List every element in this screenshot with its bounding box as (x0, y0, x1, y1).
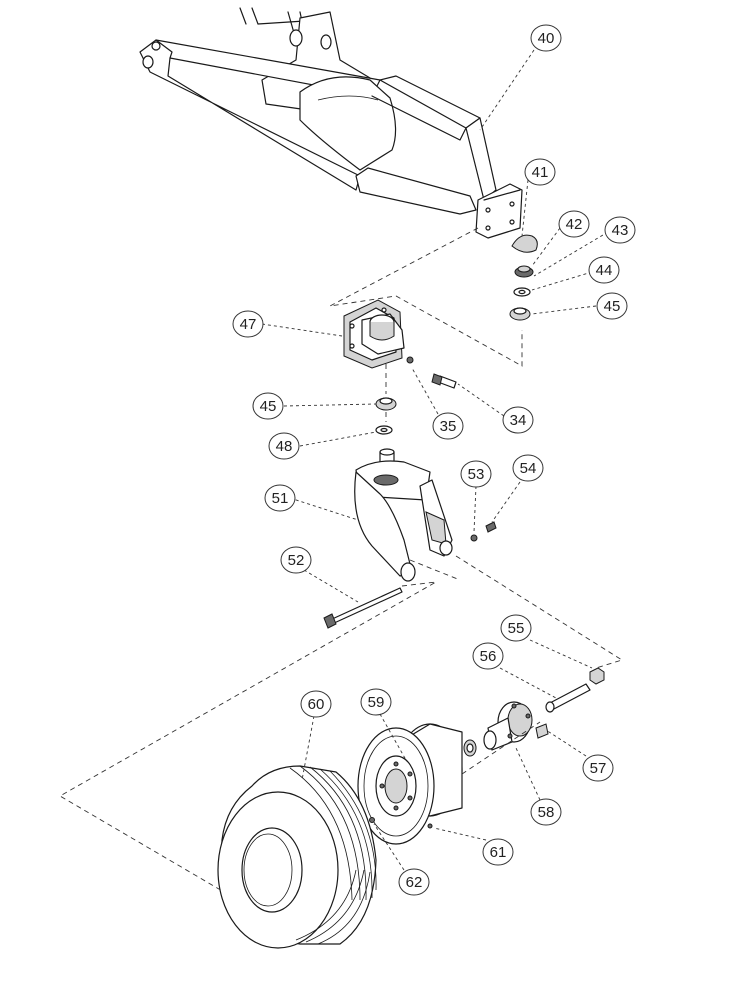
callout-53-label: 53 (468, 466, 485, 483)
callout-45-lower-label: 45 (260, 398, 277, 415)
axle-bolt (323, 587, 403, 629)
callout-44-label: 44 (596, 262, 613, 279)
bearing-57 (535, 723, 549, 739)
callout-52: 52 (280, 546, 312, 574)
callout-40-label: 40 (538, 30, 555, 47)
callout-45-lower: 45 (252, 392, 284, 420)
bearing-upper (509, 307, 531, 321)
callout-60-label: 60 (308, 696, 325, 713)
spindle-56 (545, 683, 591, 713)
hub-nut-55 (589, 667, 605, 685)
tire (217, 765, 377, 949)
callout-47: 47 (232, 310, 264, 338)
wheel-rim (357, 723, 463, 845)
callout-35-label: 35 (440, 418, 457, 435)
callout-42-label: 42 (566, 216, 583, 233)
callout-45-upper: 45 (596, 292, 628, 320)
callout-59-label: 59 (368, 694, 385, 711)
bearing-lower (375, 397, 397, 411)
callout-61: 61 (482, 838, 514, 866)
grease-fitting (406, 356, 414, 364)
callout-34-label: 34 (510, 412, 527, 429)
callout-43-label: 43 (612, 222, 629, 239)
callout-41-label: 41 (532, 164, 549, 181)
callout-43: 43 (604, 216, 636, 244)
callout-58-label: 58 (538, 804, 555, 821)
callout-47-label: 47 (240, 316, 257, 333)
hub-bearing-inner (463, 739, 477, 757)
callout-45-upper-label: 45 (604, 298, 621, 315)
pivot-mount (343, 299, 405, 369)
callout-44: 44 (588, 256, 620, 284)
callout-62: 62 (398, 868, 430, 896)
callout-48-label: 48 (276, 438, 293, 455)
callout-40: 40 (530, 24, 562, 52)
valve-stem-61 (427, 823, 433, 829)
callout-34: 34 (502, 406, 534, 434)
callout-51-label: 51 (272, 490, 289, 507)
callout-56: 56 (472, 642, 504, 670)
callout-41: 41 (524, 158, 556, 186)
hub-58 (483, 701, 533, 751)
castle-nut (514, 265, 534, 278)
assembly-lines (59, 227, 624, 893)
seal-48 (375, 425, 393, 435)
caster-fork (354, 448, 453, 582)
callout-54-label: 54 (520, 460, 537, 477)
callout-55-label: 55 (508, 620, 525, 637)
callout-56-label: 56 (480, 648, 497, 665)
callout-62-label: 62 (406, 874, 423, 891)
callout-55: 55 (500, 614, 532, 642)
callout-57-label: 57 (590, 760, 607, 777)
callout-42: 42 (558, 210, 590, 238)
callout-53: 53 (460, 460, 492, 488)
dust-cap (511, 234, 538, 253)
bolt-34 (431, 373, 457, 389)
callout-leaders (261, 49, 609, 871)
callout-51: 51 (264, 484, 296, 512)
callout-48: 48 (268, 432, 300, 460)
callout-59: 59 (360, 688, 392, 716)
callout-61-label: 61 (490, 844, 507, 861)
frame-arm (139, 7, 523, 239)
callout-58: 58 (530, 798, 562, 826)
washer-54 (485, 521, 497, 533)
callout-54: 54 (512, 454, 544, 482)
callout-57: 57 (582, 754, 614, 782)
callout-60: 60 (300, 690, 332, 718)
callout-52-label: 52 (288, 552, 305, 569)
nut-53 (470, 534, 478, 542)
wheel-bolt-62 (369, 817, 375, 823)
washer (513, 287, 531, 297)
callout-35: 35 (432, 412, 464, 440)
